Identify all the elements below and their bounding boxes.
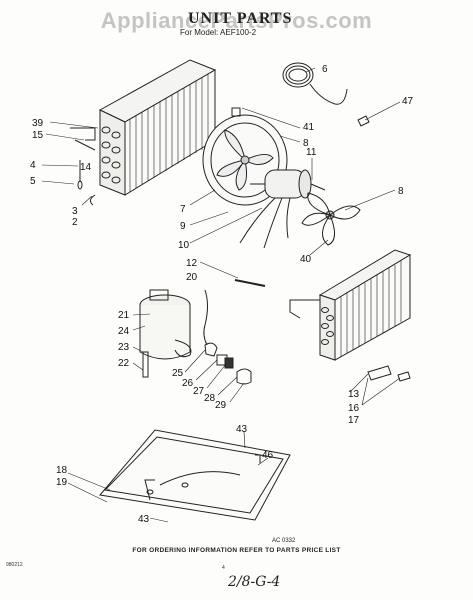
callout-8: 8 (303, 138, 309, 149)
callout-25: 25 (172, 368, 184, 379)
callout-11: 11 (306, 147, 317, 158)
callout-3: 3 (72, 206, 78, 217)
capillary-coil (282, 62, 348, 105)
callout-43: 43 (138, 514, 150, 525)
page-number: 4 (222, 565, 225, 571)
callout-23: 23 (118, 342, 130, 353)
callout-10: 10 (178, 240, 190, 251)
callout-24: 24 (118, 326, 130, 337)
callout-18: 18 (56, 465, 68, 476)
callout-15: 15 (32, 130, 44, 141)
callout-5: 5 (30, 176, 36, 187)
model-subtitle: For Model: AEF100-2 (180, 28, 257, 37)
callout-40: 40 (300, 254, 312, 265)
corner-code: 980212 (6, 562, 23, 568)
callout-16: 16 (348, 403, 360, 414)
reference-code: AC 0332 (272, 538, 296, 544)
condenser-coil (289, 249, 412, 382)
callout-46: 46 (262, 450, 274, 461)
callout-22: 22 (118, 358, 130, 369)
condenser-fan-blade (301, 192, 361, 246)
handwritten-note: 2/8-G-4 (228, 574, 281, 590)
ordering-information-note: FOR ORDERING INFORMATION REFER TO PARTS … (132, 547, 341, 554)
callout-43: 43 (236, 424, 248, 435)
callout-27: 27 (193, 386, 205, 397)
callout-13: 13 (348, 389, 360, 400)
compressor (139, 289, 192, 378)
overload-relay-parts (204, 342, 252, 385)
callout-17: 17 (348, 415, 360, 426)
callout-19: 19 (56, 477, 68, 488)
callout-39: 39 (32, 118, 44, 129)
callout-6: 6 (322, 64, 328, 75)
callout-4: 4 (30, 160, 36, 171)
callout-7: 7 (180, 204, 186, 215)
fan-motor (239, 169, 326, 249)
callout-47: 47 (402, 96, 414, 107)
callout-28: 28 (204, 393, 216, 404)
callout-41: 41 (303, 122, 315, 133)
callout-20: 20 (186, 272, 198, 283)
base-pan (99, 429, 291, 521)
evaporator-coil (70, 59, 217, 206)
callout-8: 8 (398, 186, 404, 197)
callout-9: 9 (180, 221, 186, 232)
callout-14: 14 (80, 162, 92, 173)
callout-21: 21 (118, 310, 130, 321)
callout-2: 2 (72, 217, 78, 228)
callout-12: 12 (186, 258, 198, 269)
watermark: AppliancePartsPros.com (100, 8, 373, 33)
callout-26: 26 (182, 378, 194, 389)
diagram-title: UNIT PARTS (188, 10, 293, 27)
callout-29: 29 (215, 400, 227, 411)
